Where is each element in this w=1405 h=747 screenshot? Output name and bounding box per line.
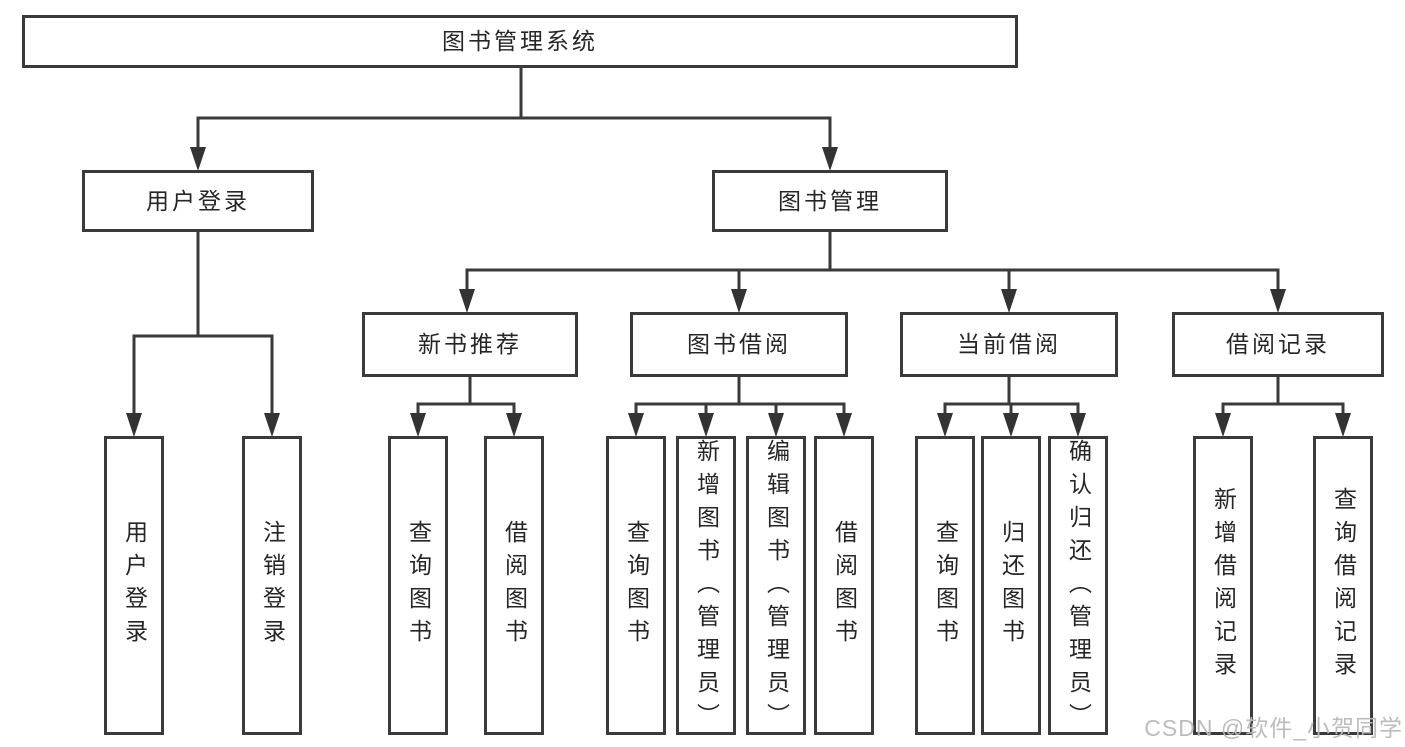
leaf-query-books-recommend-label: 查询图书 [405,519,432,652]
node-book-management: 图书管理 [712,170,948,232]
leaf-return-book: 归还图书 [981,436,1041,735]
leaf-borrow-books-label: 借阅图书 [831,519,858,652]
leaf-borrow-books-recommend: 借阅图书 [484,436,544,735]
node-user-login: 用户登录 [82,170,314,232]
leaf-query-books-borrow: 查询图书 [606,436,666,735]
leaf-user-login-label: 用户登录 [121,519,148,652]
node-current-borrow-label: 当前借阅 [957,331,1061,357]
node-book-management-label: 图书管理 [778,187,882,214]
leaf-query-books-borrow-label: 查询图书 [623,519,650,652]
leaf-borrow-books-recommend-label: 借阅图书 [501,519,528,652]
leaf-logout: 注销登录 [242,436,302,735]
leaf-query-borrow-record-label: 查询借阅记录 [1330,486,1357,685]
leaf-add-book-admin-label: 新增图书（管理员） [693,439,720,736]
node-new-book-recommend-label: 新书推荐 [418,331,522,357]
node-root-label: 图书管理系统 [442,28,598,54]
leaf-query-books-current-label: 查询图书 [932,519,959,652]
leaf-edit-book-admin-label: 编辑图书（管理员） [763,439,790,736]
leaf-query-books-recommend: 查询图书 [388,436,448,735]
leaf-query-books-current: 查询图书 [915,436,975,735]
node-borrow-records-label: 借阅记录 [1226,331,1330,357]
leaf-confirm-return-admin-label: 确认归还（管理员） [1065,439,1092,736]
leaf-add-borrow-record: 新增借阅记录 [1193,436,1253,735]
leaf-edit-book-admin: 编辑图书（管理员） [746,436,806,736]
leaf-confirm-return-admin: 确认归还（管理员） [1048,436,1108,736]
node-current-borrow: 当前借阅 [900,312,1118,377]
watermark: CSDN @软件_小贺同学 [1144,715,1403,741]
node-book-borrow-label: 图书借阅 [687,331,791,357]
node-root: 图书管理系统 [22,15,1018,68]
node-user-login-label: 用户登录 [146,187,250,214]
node-borrow-records: 借阅记录 [1172,312,1384,377]
leaf-logout-label: 注销登录 [259,519,286,652]
leaf-query-borrow-record: 查询借阅记录 [1313,436,1373,735]
node-book-borrow: 图书借阅 [630,312,848,377]
leaf-user-login: 用户登录 [104,436,164,735]
leaf-return-book-label: 归还图书 [998,519,1025,652]
leaf-add-borrow-record-label: 新增借阅记录 [1210,486,1237,685]
leaf-borrow-books: 借阅图书 [814,436,874,735]
node-new-book-recommend: 新书推荐 [362,312,578,377]
leaf-add-book-admin: 新增图书（管理员） [676,436,736,736]
